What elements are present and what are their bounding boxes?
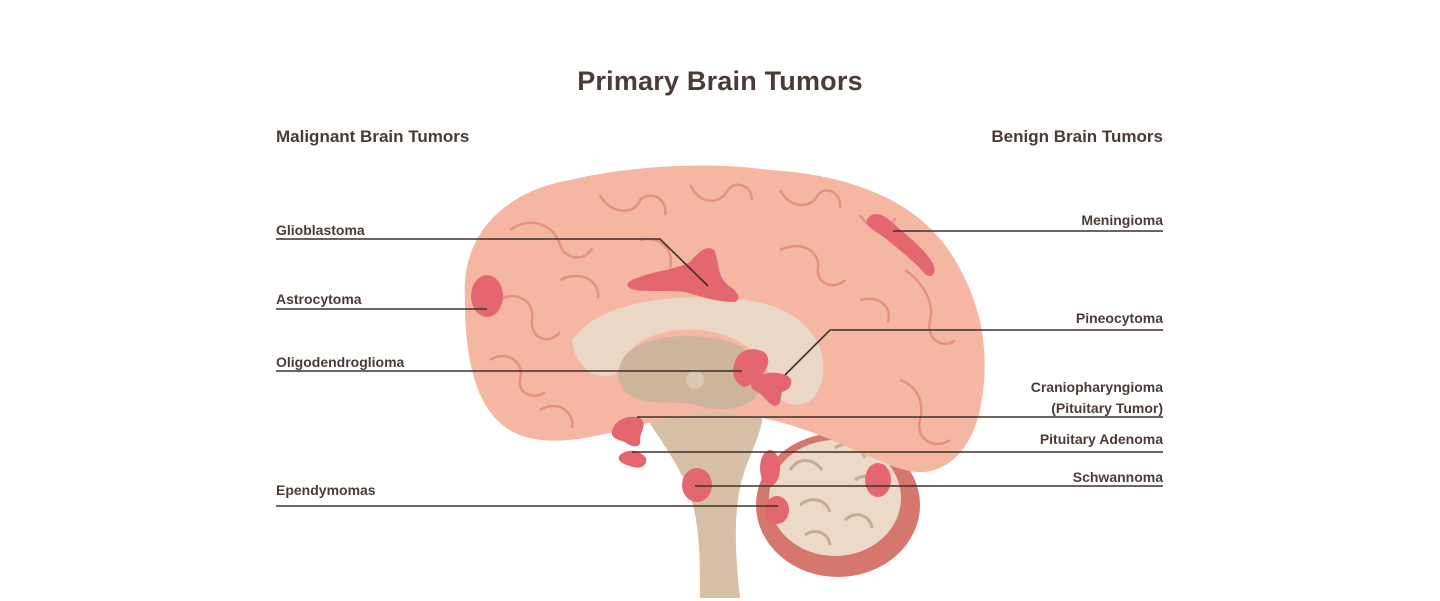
pineocytoma-line <box>784 329 1163 376</box>
label-ependymomas: Ependymomas <box>276 482 376 498</box>
label-pineocytoma: Pineocytoma <box>1075 310 1163 326</box>
brain-folds <box>489 183 956 446</box>
thalamus-nucleus <box>686 371 704 389</box>
pineocytoma-tumor <box>750 372 792 406</box>
malignant-heading: Malignant Brain Tumors <box>276 127 470 146</box>
label-pituitary-adenoma: Pituitary Adenoma <box>1039 431 1163 447</box>
glioblastoma-line <box>276 238 709 287</box>
schwannoma-tumor-left <box>682 468 712 502</box>
label-craniopharyngioma-sub: (Pituitary Tumor) <box>1051 400 1163 416</box>
meningioma-tumor <box>866 214 935 277</box>
page-title: Primary Brain Tumors <box>577 66 863 96</box>
ependymoma-tumor <box>765 496 789 524</box>
label-schwannoma: Schwannoma <box>1072 469 1163 485</box>
oligodendroglioma-tumor <box>733 349 769 387</box>
craniopharyngioma-tumor <box>611 416 644 447</box>
label-glioblastoma: Glioblastoma <box>276 222 365 238</box>
astrocytoma-tumor <box>471 275 503 317</box>
leader-lines <box>276 230 1163 507</box>
cerebellum-tumor <box>760 450 780 486</box>
benign-heading: Benign Brain Tumors <box>991 127 1163 146</box>
pituitary-adenoma-tumor <box>618 450 647 468</box>
glioblastoma-tumor <box>627 248 739 302</box>
corpus-callosum <box>572 297 824 405</box>
schwannoma-tumor-right <box>865 463 891 497</box>
label-craniopharyngioma: Craniopharyngioma <box>1030 379 1163 395</box>
label-astrocytoma: Astrocytoma <box>276 291 362 307</box>
label-oligodendroglioma: Oligodendroglioma <box>276 354 405 370</box>
label-meningioma: Meningioma <box>1081 212 1163 228</box>
